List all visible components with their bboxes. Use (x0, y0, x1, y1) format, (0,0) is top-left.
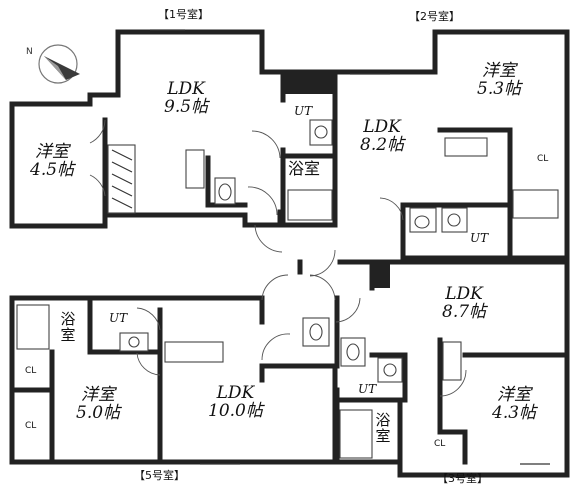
u2-ut-label: UT (470, 231, 489, 245)
u1-yoshitsu-size: 4.5帖 (30, 160, 75, 181)
column-block (283, 72, 335, 94)
u1-yoshitsu-name: 洋室 (35, 142, 70, 162)
unit-label-3: 【3号室】 (437, 472, 488, 485)
u5-yoshitsu-label: 洋室 5.0帖 (76, 386, 120, 423)
u1-bath-label: 浴室 (288, 159, 321, 178)
u2-cl-label: CL (537, 154, 549, 164)
column-block (372, 264, 390, 288)
u3-yoshitsu-name: 洋室 (497, 385, 532, 405)
window-lines (9, 29, 570, 465)
outer-walls (9, 29, 570, 478)
u5-ldk-size: 10.0帖 (208, 401, 263, 422)
u5-bath-label: 浴室 (60, 310, 76, 344)
compass-icon (38, 44, 80, 84)
unit-label-1: 【1号室】 (158, 8, 209, 21)
u5-ldk-label: LDK 10.0帖 (208, 384, 263, 421)
unit-label-2: 【2号室】 (409, 10, 460, 23)
u1-ldk-label: LDK 9.5帖 (164, 80, 208, 117)
internal-walls (9, 69, 570, 465)
u3-bath-label: 浴室 (375, 411, 391, 445)
u5-cl-label-upper: CL (25, 366, 37, 376)
u3-yoshitsu-size: 4.3帖 (492, 403, 537, 424)
u3-ldk-size: 8.7帖 (442, 302, 487, 323)
u5-ldk-name: LDK (216, 383, 255, 403)
u5-ut-label: UT (109, 311, 128, 325)
u2-ldk-name: LDK (363, 117, 401, 137)
u3-ldk-label: LDK 8.7帖 (442, 285, 486, 322)
u2-ldk-label: LDK 8.2帖 (360, 118, 404, 155)
u1-yoshitsu-label: 洋室 4.5帖 (30, 143, 74, 180)
door-swings (89, 119, 467, 397)
u1-ldk-size: 9.5帖 (164, 97, 209, 118)
u5-cl-label-lower: CL (25, 421, 37, 431)
u2-yoshitsu-name: 洋室 (482, 61, 517, 81)
u2-yoshitsu-label: 洋室 5.3帖 (477, 62, 521, 99)
u5-yoshitsu-size: 5.0帖 (76, 403, 121, 424)
fixtures (16, 119, 559, 459)
u3-yoshitsu-label: 洋室 4.3帖 (492, 386, 536, 423)
u3-cl-label: CL (434, 439, 446, 449)
north-label: N (26, 47, 33, 57)
unit-label-5: 【5号室】 (134, 469, 185, 482)
u1-ldk-name: LDK (167, 79, 205, 99)
u1-ut-label: UT (294, 104, 313, 118)
u3-ldk-name: LDK (445, 284, 483, 304)
u2-ldk-size: 8.2帖 (360, 135, 405, 156)
u2-yoshitsu-size: 5.3帖 (477, 79, 522, 100)
u3-ut-label: UT (358, 382, 377, 396)
u5-yoshitsu-name: 洋室 (81, 385, 116, 405)
